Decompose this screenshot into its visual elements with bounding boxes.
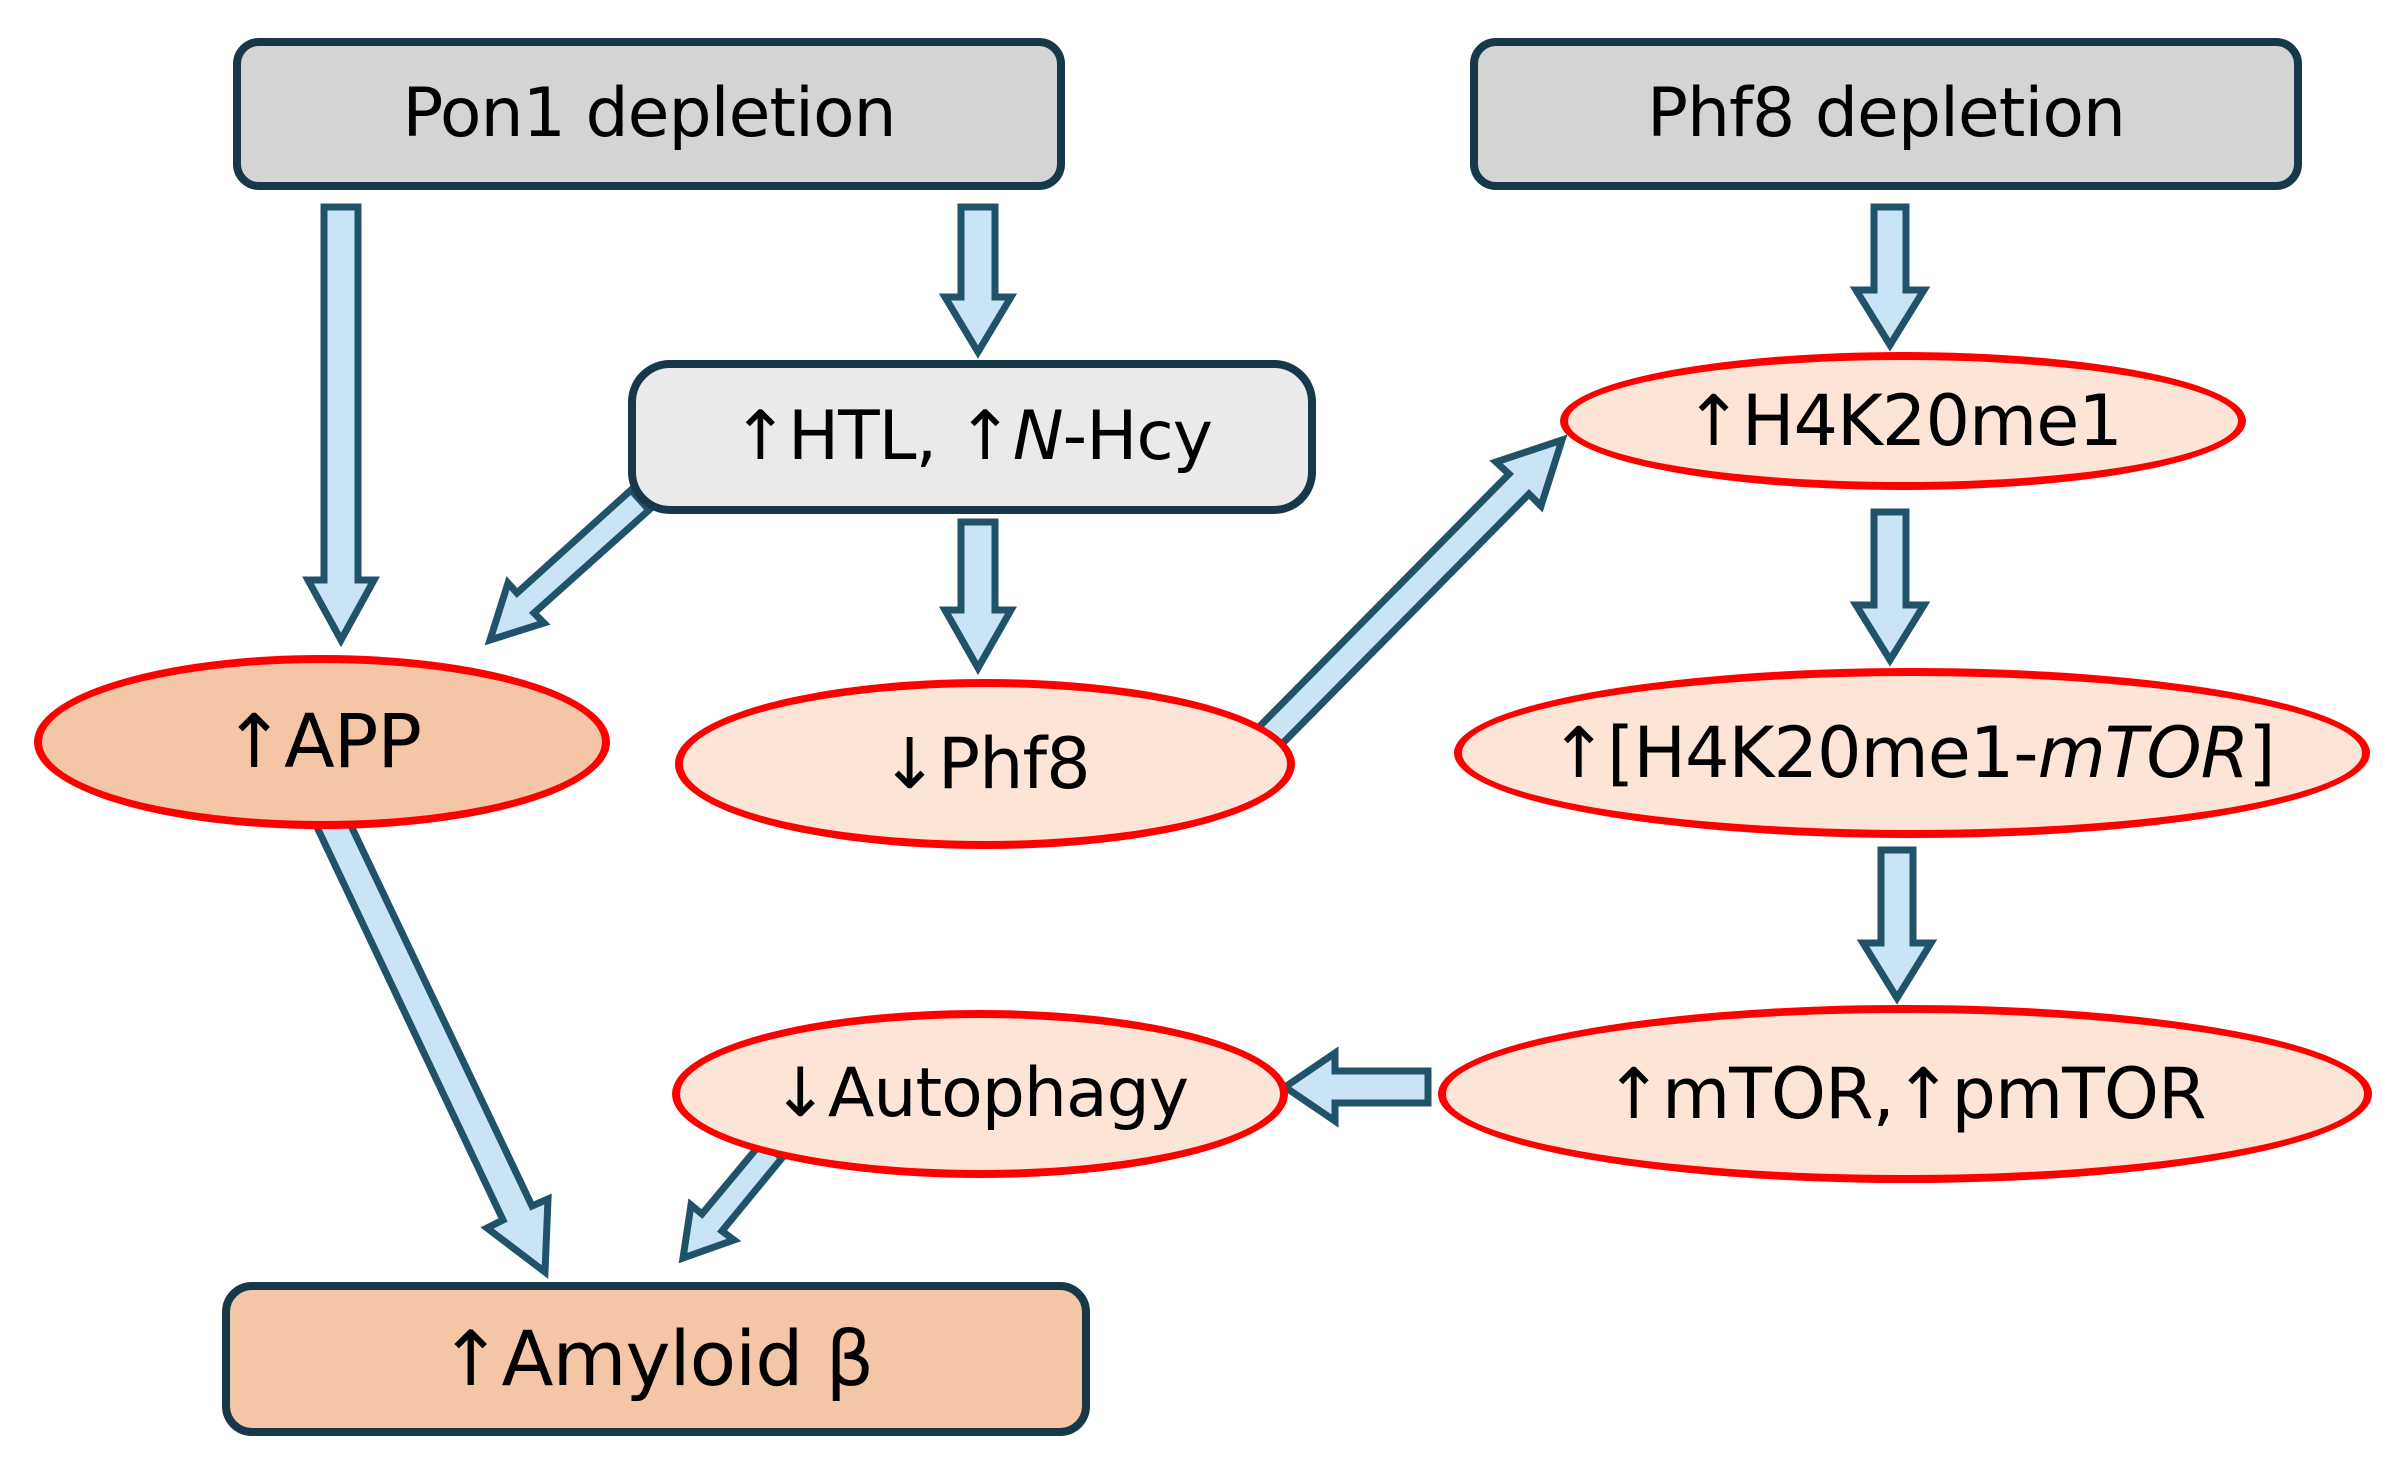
node-mtor-pmtor: ↑mTOR,↑pmTOR — [1438, 1005, 2372, 1183]
node-app-label: ↑APP — [223, 699, 422, 785]
node-phf8-depletion: Phf8 depletion — [1470, 38, 2302, 190]
node-mtor-pmtor-label: ↑mTOR,↑pmTOR — [1604, 1053, 2206, 1135]
arrow-mtor-to-autophagy — [1278, 1046, 1432, 1128]
node-h4k20me1-mtor-complex-label: ↑[H4K20me1-mTOR] — [1549, 712, 2275, 794]
arrow-pon1-to-htl — [938, 203, 1018, 359]
arrow-phf8dep-to-h4k20me1 — [1849, 203, 1931, 352]
arrow-complex-to-mtor — [1856, 846, 1938, 1005]
node-pon1-depletion: Pon1 depletion — [233, 38, 1065, 190]
arrow-h4k20me1-to-complex — [1849, 508, 1931, 667]
node-htl-nhcy-label: ↑HTL, ↑N-Hcy — [732, 397, 1213, 476]
node-amyloid-beta: ↑Amyloid β — [222, 1282, 1090, 1436]
node-pon1-depletion-label: Pon1 depletion — [402, 74, 896, 153]
node-app: ↑APP — [34, 655, 610, 829]
node-h4k20me1: ↑H4K20me1 — [1560, 352, 2246, 490]
arrow-htl-to-app — [484, 485, 654, 646]
arrow-app-to-amyloid — [311, 806, 552, 1279]
node-phf8-depletion-label: Phf8 depletion — [1646, 74, 2126, 153]
node-autophagy: ↓Autophagy — [672, 1010, 1288, 1178]
node-h4k20me1-label: ↑H4K20me1 — [1684, 380, 2123, 462]
arrow-autophagy-to-amyloid — [678, 1137, 787, 1264]
node-amyloid-beta-label: ↑Amyloid β — [438, 1314, 874, 1403]
node-h4k20me1-mtor-complex: ↑[H4K20me1-mTOR] — [1454, 668, 2370, 838]
node-autophagy-label: ↓Autophagy — [771, 1054, 1189, 1133]
node-phf8-down-label: ↓Phf8 — [880, 723, 1090, 805]
node-htl-nhcy: ↑HTL, ↑N-Hcy — [628, 360, 1316, 514]
arrow-htl-to-phf8down — [938, 518, 1018, 676]
arrow-pon1-to-app — [302, 203, 380, 648]
node-phf8-down: ↓Phf8 — [675, 679, 1295, 849]
arrow-phf8down-to-h4k20me1 — [1253, 434, 1568, 753]
